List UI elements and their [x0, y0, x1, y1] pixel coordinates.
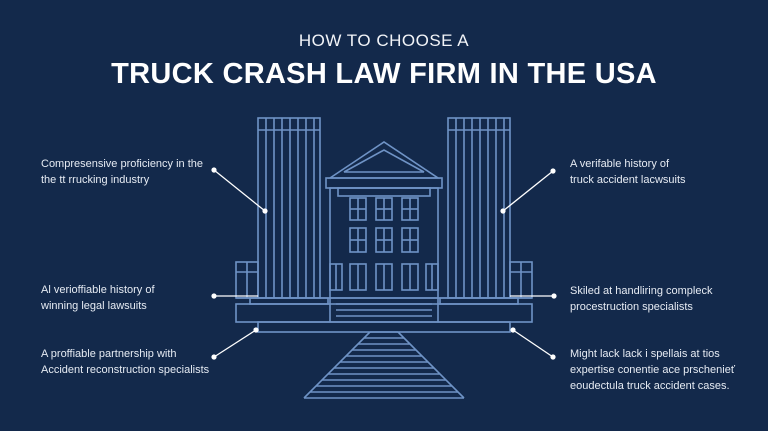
connector-lines: [213, 169, 554, 358]
note-line: procestruction specialists: [570, 301, 693, 313]
note-line: the tt rrucking industry: [41, 174, 150, 186]
connector-dots: [211, 167, 557, 360]
note-line: A verifable history of: [570, 158, 670, 170]
left-tower: [249, 117, 329, 305]
central-building: [325, 141, 443, 299]
note-line: Compresensive proficiency in the: [41, 158, 204, 170]
note-line: Accident reconstruction specialists: [41, 364, 210, 376]
note-line: Might lack lack i spellais at tios: [570, 348, 720, 360]
note-left-bottom: A proffiable partnership with Accident r…: [41, 346, 209, 378]
page-title: TRUCK CRASH LAW FIRM IN THE USA: [111, 58, 657, 90]
staircase: [303, 331, 465, 399]
note-line: winning legal lawsuits: [41, 300, 147, 312]
note-right-top: A verifable history of truck accident la…: [570, 156, 686, 188]
right-tower: [439, 117, 519, 305]
note-right-middle: Skiled at handliring compleck procestruc…: [570, 283, 712, 315]
note-line: A proffiable partnership with: [41, 348, 177, 360]
note-line: Al verioffiable history of: [41, 284, 155, 296]
note-line: expertise conentie ace prschenieť: [570, 364, 735, 376]
note-line: truck accident lacwsuits: [570, 174, 686, 186]
page-subtitle: HOW TO CHOOSE A: [298, 31, 470, 50]
note-line: Skiled at handliring compleck: [570, 285, 713, 297]
note-left-top: Compresensive proficiency in the the tt …: [41, 156, 203, 188]
note-left-middle: Al verioffiable history of winning legal…: [41, 282, 155, 314]
note-line: eoudectula truck accident cases.: [570, 380, 730, 392]
note-right-bottom: Might lack lack i spellais at tios exper…: [570, 346, 735, 394]
